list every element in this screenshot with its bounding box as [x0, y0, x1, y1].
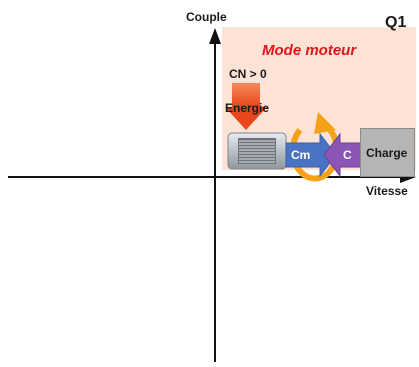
quadrant-label: Q1 [385, 14, 407, 31]
energy-arrow [225, 83, 267, 130]
load-label: Charge [366, 146, 408, 160]
mode-title: Mode moteur [262, 42, 357, 59]
motor-icon [227, 132, 294, 170]
motor-torque-label: Cm [291, 148, 311, 162]
y-axis-label: Couple [186, 10, 227, 24]
energy-condition-label: CN > 0 [229, 67, 267, 81]
motor-torque-arrow [285, 132, 337, 178]
energy-label: Energie [225, 101, 270, 115]
load-torque-arrow [323, 132, 363, 178]
load-torque-label: C [343, 148, 352, 162]
y-axis-arrowhead [209, 28, 221, 44]
x-axis [8, 171, 416, 183]
load-box [360, 128, 415, 177]
x-axis-label: Vitesse [366, 184, 408, 198]
y-axis [209, 28, 221, 362]
